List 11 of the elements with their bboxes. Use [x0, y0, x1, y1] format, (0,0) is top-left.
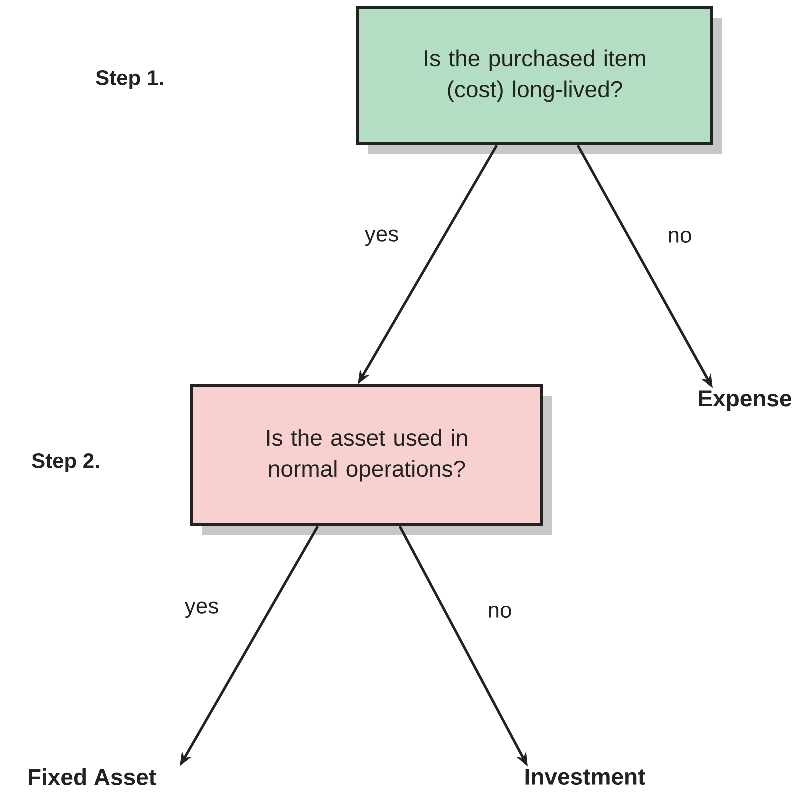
- edge-label: yes: [184, 600, 220, 620]
- outcome-label: Expense: [699, 390, 792, 412]
- edge-label: no: [666, 230, 694, 244]
- outcome-label: Fixed Asset: [28, 768, 156, 786]
- step-label: Step 2.: [32, 453, 99, 472]
- question-box: Is the asset used in normal operations?: [190, 384, 552, 535]
- outcome-label: Investment: [526, 768, 646, 786]
- question-box: Is the purchased item (cost) long-lived?: [356, 6, 722, 154]
- edge-label: yes: [364, 228, 400, 248]
- edge-label: no: [486, 604, 514, 620]
- step-label: Step 1.: [96, 70, 163, 90]
